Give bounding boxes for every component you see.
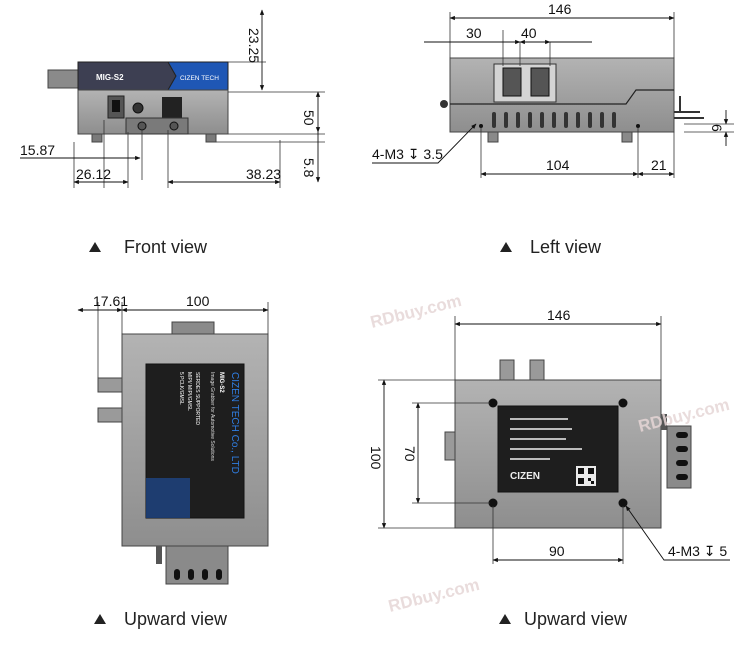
up2-dim-70: 70: [402, 446, 418, 462]
left-foot-2: [621, 131, 633, 143]
left-dim-6: 6: [709, 124, 725, 132]
up2-side-tab: [444, 431, 456, 461]
front-screw-2: [169, 121, 179, 131]
front-screw-1: [137, 121, 147, 131]
left-view: 146 30 40 104 21 6 4-M3 ↧ 3.5 Left view: [372, 1, 734, 257]
front-dim-26-12: 26.12: [76, 166, 111, 182]
front-led: [132, 102, 144, 114]
up1-label-line2: MIPI/ MIPI/GMSL: [186, 372, 192, 411]
front-label-model: MIG-S2: [96, 73, 124, 82]
up1-label-line3: 5 PCLK/GMSL: [178, 372, 184, 405]
up1-label-brand: CIZEN TECH Co., LTD: [229, 372, 240, 474]
left-hole-2: [636, 124, 640, 128]
left-dim-30: 30: [466, 25, 482, 41]
up2-hole-3: [488, 498, 498, 508]
up2-hole-4: [618, 498, 628, 508]
up2-dim-90: 90: [549, 543, 565, 559]
front-caption-triangle: [89, 242, 101, 252]
front-dim-50: 50: [301, 110, 317, 126]
up1-caption-triangle: [94, 614, 106, 624]
front-left-tab: [47, 69, 79, 89]
left-hole-1: [479, 124, 483, 128]
front-dim-5-8: 5.8: [301, 158, 317, 178]
front-foot-1: [91, 133, 103, 143]
up1-label-line1: SERDES SUPPORTED: [194, 372, 200, 425]
up2-dim-146: 146: [547, 307, 571, 323]
upward-view-2: CIZEN 146: [368, 307, 730, 629]
up1-label-model: MIG-S2: [218, 372, 224, 393]
up1-label-accent: [146, 478, 190, 518]
up2-hole-1: [488, 398, 498, 408]
left-dim-21: 21: [651, 157, 667, 173]
left-caption-triangle: [500, 242, 512, 252]
front-dim-23-25: 23.25: [246, 28, 262, 63]
up2-caption-triangle: [499, 614, 511, 624]
up1-pin: [156, 546, 162, 564]
left-caption: Left view: [530, 237, 602, 257]
front-port-left-hole: [112, 100, 120, 112]
front-view: MIG-S2 CIZEN TECH: [20, 9, 325, 257]
left-foot-1: [487, 131, 499, 143]
left-connector-1: [502, 67, 522, 97]
left-body: [449, 57, 675, 133]
up1-port-2: [97, 407, 123, 423]
front-dim-38-23: 38.23: [246, 166, 281, 182]
up1-caption: Upward view: [124, 609, 228, 629]
left-dim-40: 40: [521, 25, 537, 41]
front-label-brand: CIZEN TECH: [180, 75, 219, 82]
up2-pin: [661, 414, 667, 430]
up2-caption: Upward view: [524, 609, 628, 629]
left-thread-note: 4-M3 ↧ 3.5: [372, 146, 443, 162]
up2-label-brand: CIZEN: [510, 471, 540, 482]
watermark-3: RDbuy.com: [386, 575, 481, 616]
front-connector: [162, 97, 182, 119]
up1-label-desc: Image Grabber for Automotive Solutions: [209, 372, 215, 461]
up2-hole-2: [618, 398, 628, 408]
left-connector-2: [530, 67, 550, 97]
left-dim-146: 146: [548, 1, 572, 17]
up1-dim-100: 100: [186, 293, 210, 309]
left-knob: [440, 100, 448, 108]
watermark-1: RDbuy.com: [368, 291, 463, 332]
left-dim-104: 104: [546, 157, 570, 173]
front-label-dark: [77, 61, 177, 91]
left-step-line: [450, 89, 674, 105]
front-plate: [125, 117, 189, 135]
front-foot-2: [205, 133, 217, 143]
up1-port-1: [97, 377, 123, 393]
front-caption: Front view: [124, 237, 208, 257]
front-dim-15-87: 15.87: [20, 142, 55, 158]
up1-dim-17-61: 17.61: [93, 293, 128, 309]
up2-top-port-1: [499, 359, 515, 383]
up2-dim-100: 100: [368, 446, 384, 470]
up2-top-port-2: [529, 359, 545, 383]
up2-thread-note: 4-M3 ↧ 5: [668, 543, 727, 559]
upward-view-1: CIZEN TECH Co., LTD MIG-S2 Image Grabber…: [77, 293, 269, 629]
